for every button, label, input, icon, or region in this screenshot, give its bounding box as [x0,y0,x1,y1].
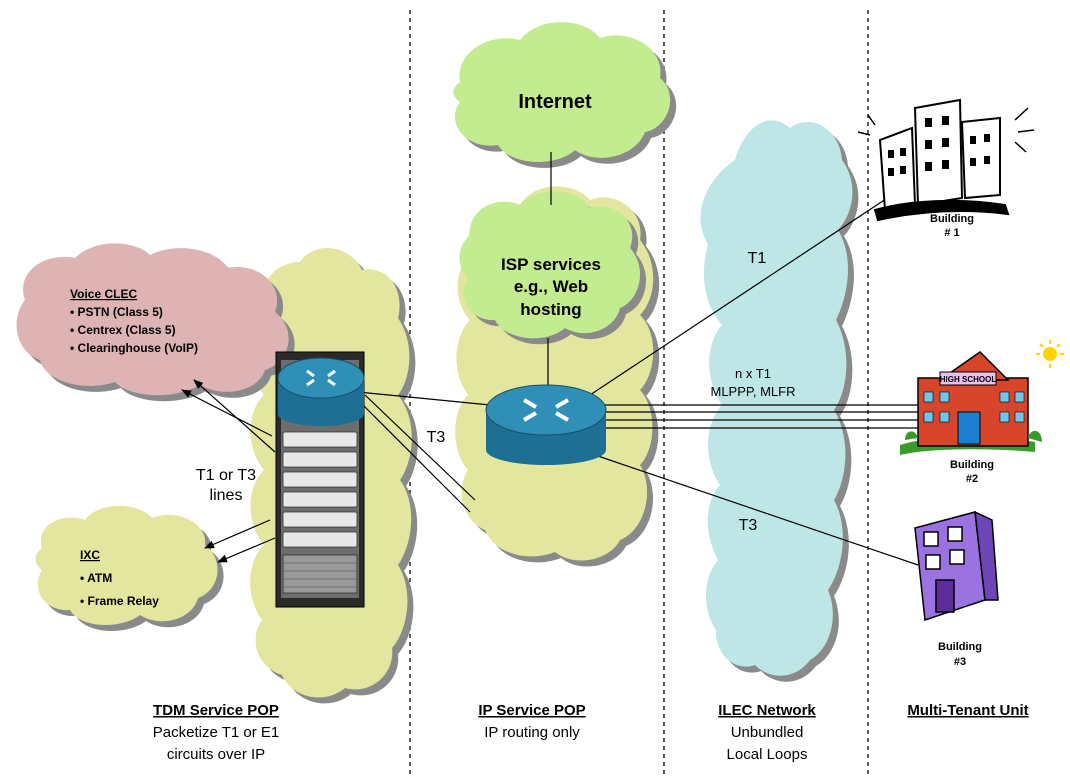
isp-label-line-3: hosting [520,300,581,319]
building-3-number: #3 [954,656,966,668]
voice-clec-item-centrex: • Centrex (Class 5) [70,323,176,337]
isp-label-line-1: ISP services [501,255,601,274]
arrows [181,379,276,563]
ip-section-line-1: IP routing only [484,724,580,741]
building-3-name: Building [938,641,982,653]
tdm-section-line-1: Packetize T1 or E1 [153,724,279,741]
arrow-to-ixc-1 [204,519,271,549]
arrow-to-clec-1 [181,389,273,437]
nxt1-link-label-2: MLPPP, MLFR [710,384,795,399]
building-2-name: Building [950,459,994,471]
building-1-icon [857,98,1035,222]
arrow-to-clec-2 [193,379,276,453]
nxt1-link-label-1: n x T1 [735,366,771,381]
school-sign: HIGH SCHOOL [940,375,997,384]
voice-clec-cloud [16,243,289,396]
voice-clec-item-clearinghouse: • Clearinghouse (VoIP) [70,341,198,355]
t3-left-link-label: T3 [427,429,446,446]
tdm-router-icon [277,357,365,426]
connection-lines [357,152,919,566]
line-t3-tdm-ip [357,391,491,406]
voice-clec-title: Voice CLEC [70,287,137,301]
line-tdm-ip-a [364,394,476,501]
ixc-cloud [35,505,218,626]
line-t3-building3 [594,454,919,566]
building-1-number: # 1 [944,227,959,239]
isp-services-cloud [459,191,641,339]
ilec-section-line-1: Unbundled [731,724,804,741]
ixc-item-frame-relay: • Frame Relay [80,594,159,608]
arrow-to-ixc-2 [217,537,276,563]
building-1-name: Building [930,213,974,225]
t1-or-t3-label-2: lines [210,487,243,504]
ip-router-icon [485,384,607,465]
t3-right-link-label: T3 [739,517,758,534]
tdm-section-title: TDM Service POP [153,702,279,719]
ilec-network-cloud [700,120,853,676]
internet-cloud [453,22,671,162]
line-t1-building1 [589,182,911,396]
ilec-section-title: ILEC Network [718,702,816,719]
ixc-item-atm: • ATM [80,571,112,585]
section-separators [409,10,869,778]
isp-label-line-2: e.g., Web [514,277,588,296]
t1-or-t3-label-1: T1 or T3 [196,467,256,484]
building-2-number: #2 [966,473,978,485]
tdm-section-line-2: circuits over IP [167,746,265,763]
building-3-icon [914,510,999,622]
ixc-title: IXC [80,548,100,562]
t1-link-label: T1 [748,250,767,267]
ip-section-title: IP Service POP [478,702,585,719]
internet-label: Internet [518,91,592,113]
voice-clec-item-pstn: • PSTN (Class 5) [70,305,163,319]
building-2-icon: HIGH SCHOOL [900,340,1064,455]
ilec-section-line-2: Local Loops [727,746,808,763]
mtu-section-title: Multi-Tenant Unit [907,702,1028,719]
line-tdm-ip-b [359,401,471,513]
